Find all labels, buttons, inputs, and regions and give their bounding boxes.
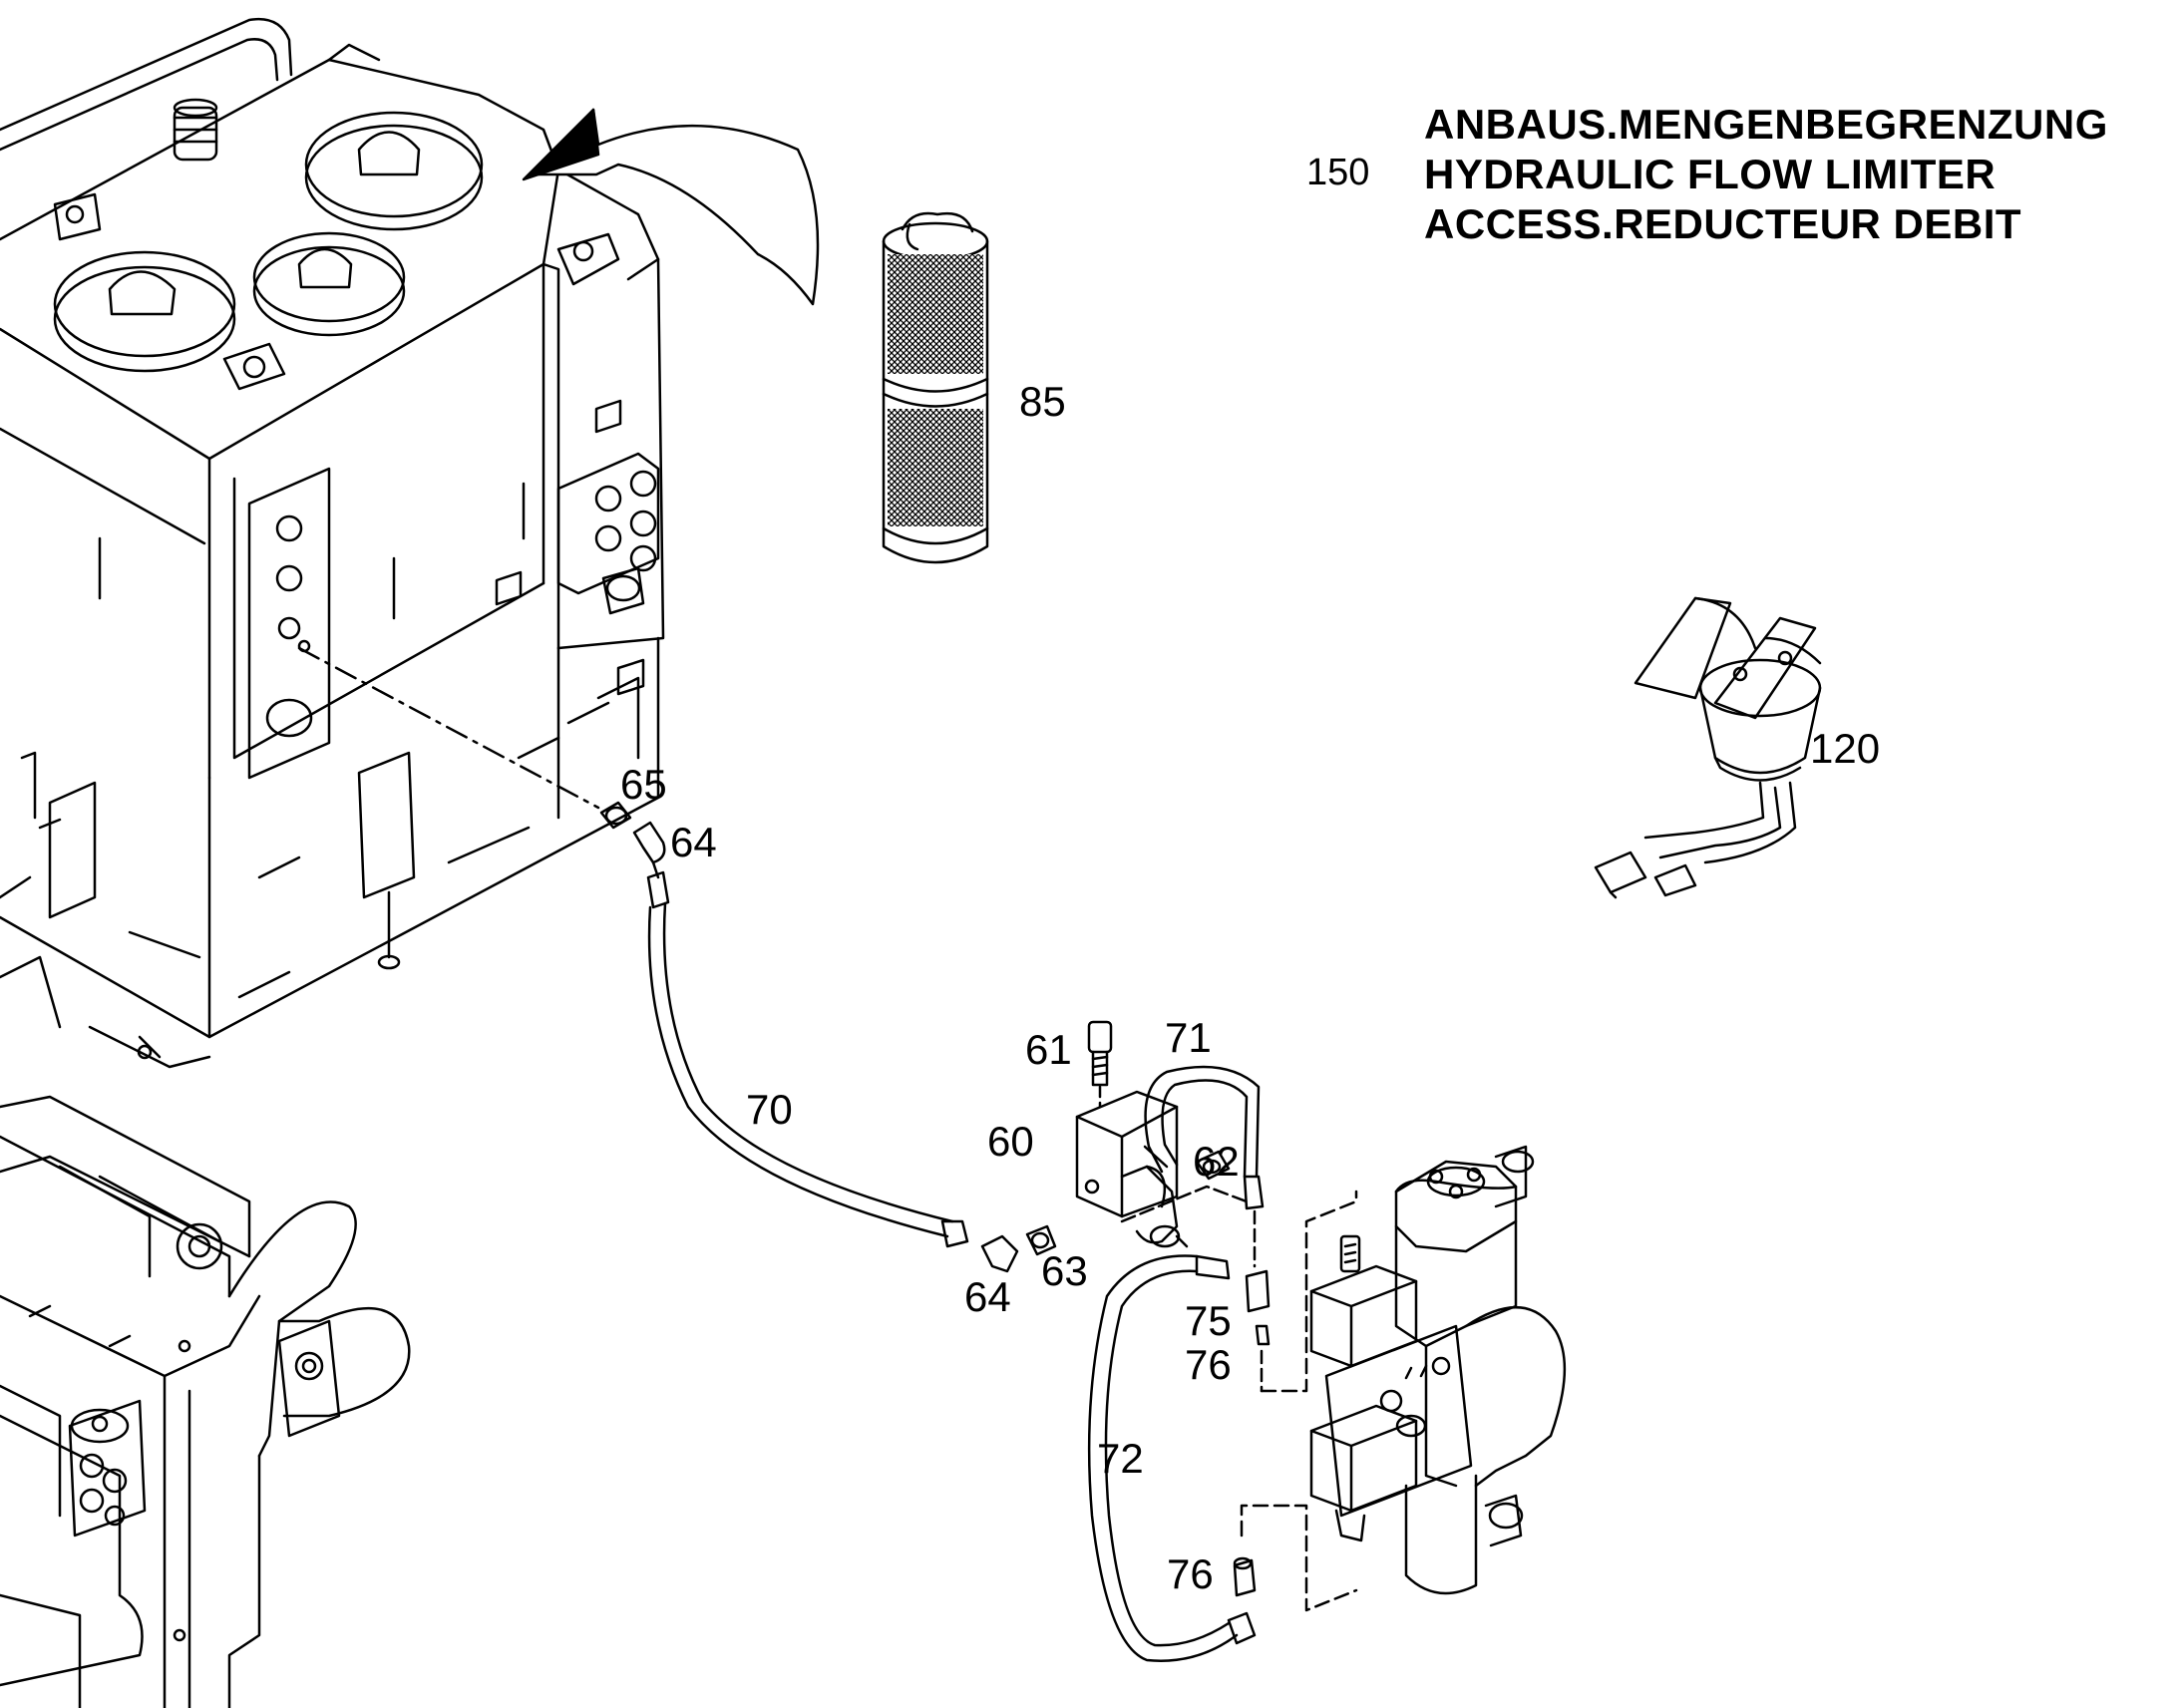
callout-120: 120 (1810, 725, 1881, 772)
fittings-65-64 (599, 801, 666, 879)
callout-76-lower: 76 (1167, 1550, 1214, 1597)
callout-64-upper: 64 (670, 819, 717, 865)
callout-65: 65 (620, 761, 667, 808)
switch-assembly (1594, 596, 1822, 899)
fittings-75-76 (1233, 1269, 1271, 1597)
callout-60: 60 (987, 1118, 1034, 1165)
callout-63: 63 (1041, 1247, 1088, 1294)
title-german: ANBAUS.MENGENBEGRENZUNG (1424, 101, 2108, 148)
hose-70 (646, 870, 969, 1248)
title-english: HYDRAULIC FLOW LIMITER (1424, 151, 1997, 197)
callout-72: 72 (1097, 1435, 1144, 1482)
hydraulic-tank (0, 17, 665, 1069)
direction-arrow (522, 108, 820, 306)
hose-72 (1087, 1254, 1257, 1662)
title-french: ACCESS.REDUCTEUR DEBIT (1424, 200, 2022, 247)
callout-61: 61 (1025, 1026, 1072, 1073)
hose-71 (1143, 1065, 1265, 1268)
assembly-title-lines: ANBAUS.MENGENBEGRENZUNG HYDRAULIC FLOW L… (1424, 100, 2108, 249)
callout-64-lower: 64 (964, 1273, 1011, 1320)
callout-85: 85 (1019, 378, 1066, 425)
callout-71: 71 (1165, 1014, 1212, 1061)
callout-70: 70 (746, 1086, 793, 1133)
callout-76-upper: 76 (1185, 1341, 1232, 1388)
callout-75: 75 (1185, 1297, 1232, 1344)
filter-element (882, 211, 989, 564)
fittings-64-63-lower (980, 1224, 1057, 1273)
flow-limiter-block (1075, 1020, 1249, 1248)
assembly-code: 150 (1306, 152, 1370, 193)
valve-block (1309, 1145, 1567, 1595)
machine-frame (0, 1095, 411, 1708)
callout-62: 62 (1193, 1138, 1240, 1185)
dashed-connectors (1240, 1190, 1358, 1612)
leader-line-tank (297, 646, 600, 810)
